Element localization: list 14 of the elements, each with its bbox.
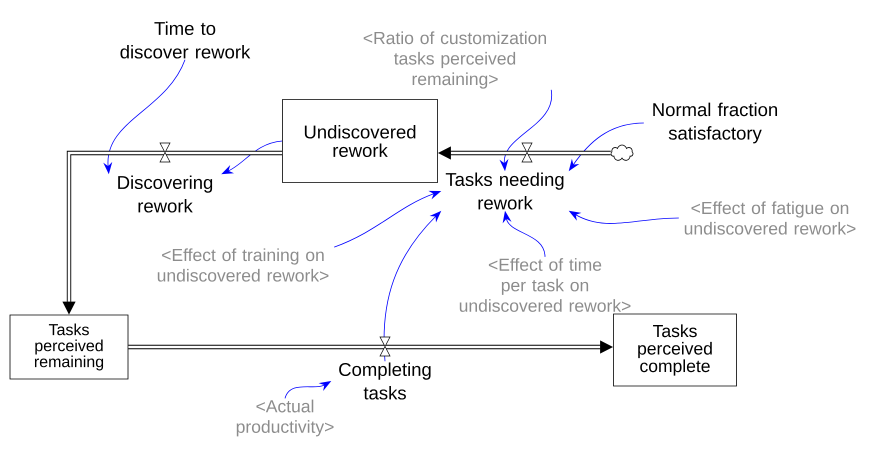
cloud-symbol (610, 144, 634, 161)
shadow-variable-label: <Effect of time per task on undiscovered rework> (460, 258, 630, 312)
stock-box: Tasks perceived remaining (10, 314, 128, 380)
rate-label: Tasks needing rework (446, 172, 564, 210)
rate-label: Discovering rework (118, 175, 212, 213)
variable-label: Time to discover rework (120, 21, 250, 59)
shadow-variable-label: <Ratio of customization tasks perceived remaining> (364, 31, 546, 89)
shadow-variable-label: <Effect of training on undiscovered rework> (158, 248, 328, 282)
shadow-variable-label: <Effect of fatigue on undiscovered rework> (684, 201, 856, 235)
stock-box: Tasks perceived complete (613, 314, 737, 386)
stock-box: Undiscovered rework (282, 99, 438, 183)
rate-label: Completing tasks (339, 362, 431, 400)
variable-label: Normal fraction satisfactory (653, 102, 778, 144)
shadow-variable-label: <Actual productivity> (236, 400, 334, 436)
